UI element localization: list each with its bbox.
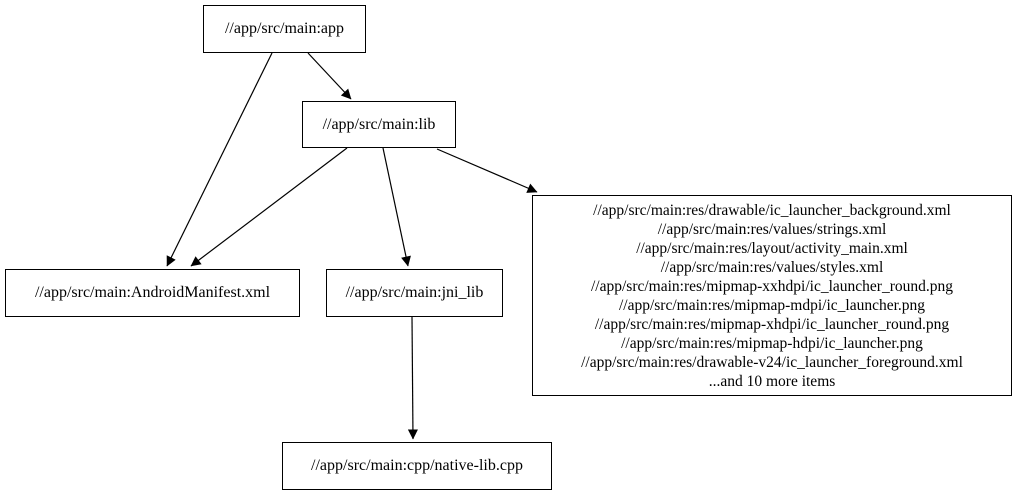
node-androidmanifest: //app/src/main:AndroidManifest.xml: [5, 269, 300, 317]
node-native-lib-cpp-label: //app/src/main:cpp/native-lib.cpp: [311, 457, 523, 474]
node-lib: //app/src/main:lib: [302, 101, 456, 148]
edge-lib-to-resources-group: [436, 148, 538, 193]
node-app-label: //app/src/main:app: [224, 20, 345, 37]
edge-app-to-androidmanifest: [166, 52, 273, 267]
node-app: //app/src/main:app: [203, 5, 366, 53]
resource-line: //app/src/main:res/drawable-v24/ic_launc…: [581, 353, 963, 371]
node-resources-group: //app/src/main:res/drawable/ic_launcher_…: [532, 195, 1012, 396]
node-androidmanifest-label: //app/src/main:AndroidManifest.xml: [34, 284, 271, 301]
resource-line: //app/src/main:res/mipmap-hdpi/ic_launch…: [621, 334, 923, 352]
resource-line: //app/src/main:res/values/strings.xml: [657, 220, 887, 238]
resource-line: //app/src/main:res/mipmap-xxhdpi/ic_laun…: [590, 277, 953, 295]
resource-line: //app/src/main:res/mipmap-xhdpi/ic_launc…: [594, 315, 950, 333]
node-lib-label: //app/src/main:lib: [322, 115, 436, 133]
node-jni-lib: //app/src/main:jni_lib: [326, 269, 503, 317]
resource-line: //app/src/main:res/drawable/ic_launcher_…: [593, 201, 951, 219]
edge-app-to-lib: [307, 52, 352, 100]
node-jni-lib-label: //app/src/main:jni_lib: [345, 284, 484, 301]
edge-lib-to-androidmanifest: [190, 147, 348, 267]
resource-line: //app/src/main:res/mipmap-mdpi/ic_launch…: [618, 296, 926, 314]
resource-line-more: ...and 10 more items: [708, 372, 836, 390]
resource-line: //app/src/main:res/layout/activity_main.…: [636, 239, 908, 257]
resource-line: //app/src/main:res/values/styles.xml: [660, 258, 884, 276]
edge-lib-to-jni-lib: [382, 147, 411, 267]
edge-jni-lib-to-native-lib: [407, 316, 418, 440]
node-native-lib-cpp: //app/src/main:cpp/native-lib.cpp: [282, 442, 552, 490]
